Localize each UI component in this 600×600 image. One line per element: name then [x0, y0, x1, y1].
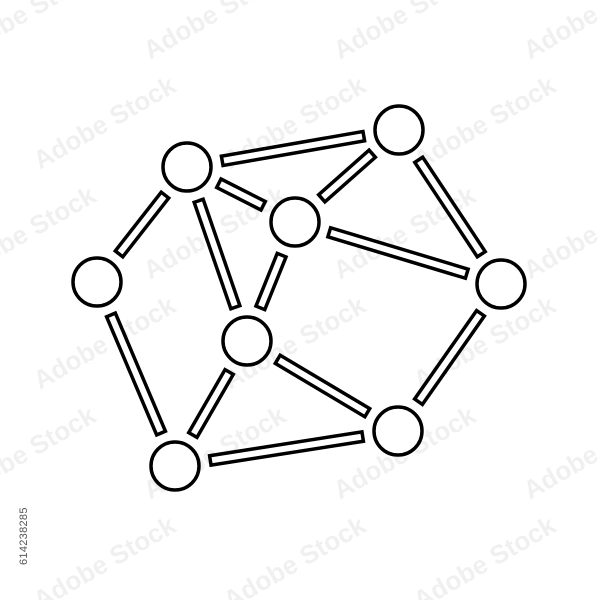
link-right-to-lower-right: [412, 308, 487, 407]
link-inner-upper-to-center: [253, 251, 289, 312]
link-center-to-bottom-left: [186, 367, 236, 440]
node-left: [71, 256, 123, 308]
watermark-text: Adobe Stock: [138, 0, 291, 65]
node-top-left: [161, 141, 213, 193]
node-bottom-left: [149, 440, 201, 492]
stock-image-id: 614238285: [18, 507, 30, 565]
link-top-left-to-inner-upper: [214, 176, 268, 213]
watermark-text: Adobe Stock: [28, 69, 181, 175]
watermark-text: Adobe Stock: [518, 399, 600, 505]
link-inner-upper-to-right: [325, 225, 471, 281]
network-nodes: [71, 104, 527, 492]
watermark-text: Adobe Stock: [408, 509, 561, 600]
link-bottom-left-to-lower-right: [207, 429, 366, 468]
link-top-right-to-right: [412, 154, 488, 260]
network-links: [104, 129, 488, 468]
link-top-left-to-top-right: [219, 129, 367, 168]
node-center: [221, 315, 273, 367]
link-top-left-to-center: [191, 197, 243, 311]
watermark-text: Adobe Stock: [28, 509, 181, 600]
link-top-right-to-inner-upper: [316, 147, 378, 205]
node-inner-upper: [269, 196, 321, 248]
node-top-right: [373, 104, 425, 156]
watermark-text: Adobe Stock: [328, 0, 481, 65]
watermark-text: Adobe Stock: [218, 509, 371, 600]
watermark-text: Adobe Stock: [0, 0, 101, 65]
watermark-text: Adobe Stock: [0, 399, 101, 505]
watermark-text: Adobe Stock: [518, 0, 600, 65]
link-left-to-bottom-left: [104, 310, 168, 438]
watermark-text: Adobe Stock: [408, 69, 561, 175]
link-center-to-lower-right: [272, 352, 373, 420]
watermark-text: Adobe Stock: [518, 179, 600, 285]
node-lower-right: [372, 405, 424, 457]
link-top-left-to-left: [112, 189, 172, 260]
node-right: [475, 258, 527, 310]
